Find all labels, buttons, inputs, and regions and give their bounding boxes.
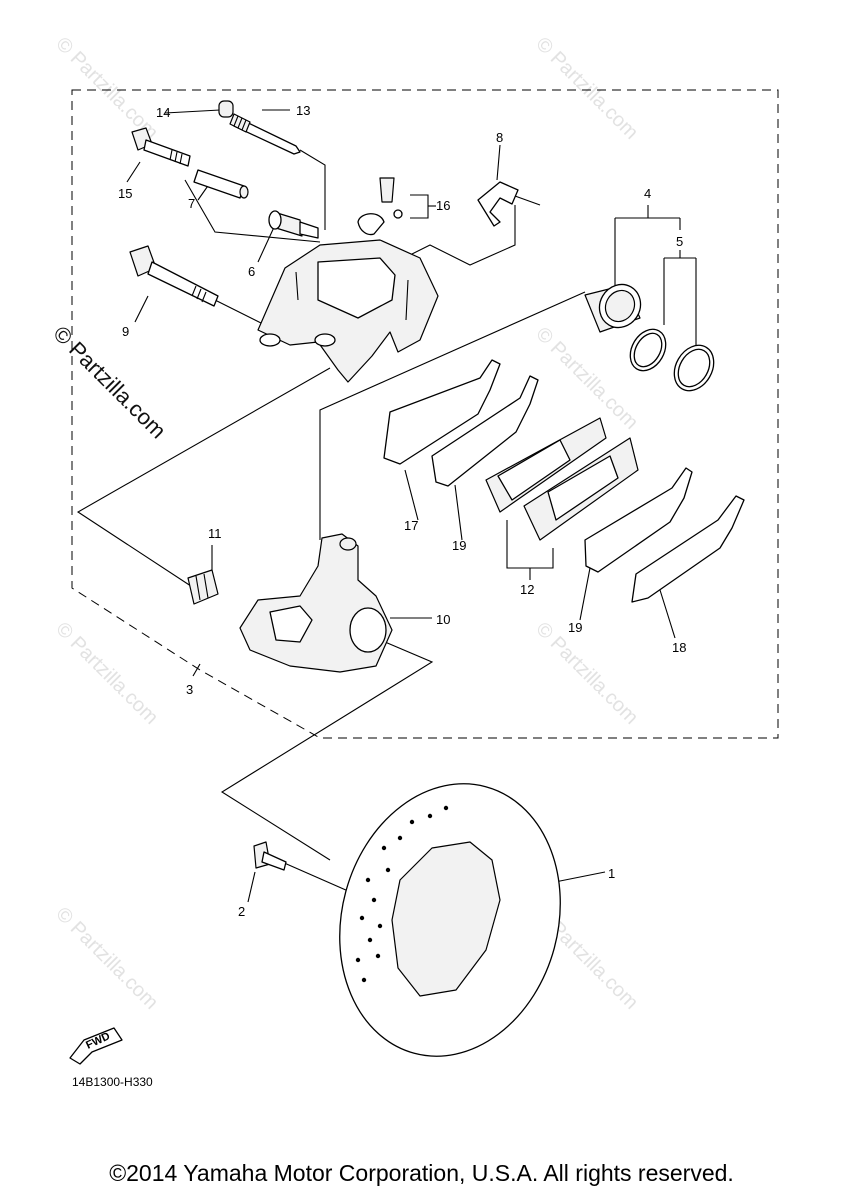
part-12-pad-set[interactable] — [485, 417, 639, 541]
callout-9: 9 — [122, 324, 129, 339]
callout-7: 7 — [188, 196, 195, 211]
part-9-bolt[interactable] — [129, 245, 219, 307]
part-19-pad-outer[interactable] — [584, 467, 693, 573]
callout-3: 3 — [186, 682, 193, 697]
watermark: © Partzilla.com — [51, 903, 162, 1014]
copyright-text: ©2014 Yamaha Motor Corporation, U.S.A. A… — [109, 1160, 734, 1186]
part-13-pin[interactable] — [229, 113, 301, 155]
callout-6: 6 — [248, 264, 255, 279]
diagram-code: 14B1300-H330 — [72, 1075, 153, 1089]
callout-1: 1 — [608, 866, 615, 881]
watermark: © Partzilla.com — [51, 618, 162, 729]
callout-15: 15 — [118, 186, 132, 201]
callout-4: 4 — [644, 186, 651, 201]
callout-16: 16 — [436, 198, 450, 213]
part-8-clip[interactable] — [477, 181, 541, 227]
part-7-sleeve[interactable] — [193, 169, 249, 199]
callout-19-inner: 19 — [452, 538, 466, 553]
callout-19-outer: 19 — [568, 620, 582, 635]
part-15-bolt[interactable] — [131, 127, 191, 167]
callout-10: 10 — [436, 612, 450, 627]
callout-5: 5 — [676, 234, 683, 249]
callout-11: 11 — [208, 526, 222, 541]
leader-lines — [76, 109, 697, 906]
callout-17: 17 — [404, 518, 418, 533]
callout-8: 8 — [496, 130, 503, 145]
disc-holes — [355, 805, 449, 983]
callout-18: 18 — [672, 640, 686, 655]
part-2-disc-bolt[interactable] — [253, 841, 287, 871]
part-19-pad-inner[interactable] — [431, 375, 539, 487]
callout-14: 14 — [156, 105, 170, 120]
part-11-plug[interactable] — [187, 569, 219, 605]
part-5-seals[interactable] — [623, 323, 721, 398]
callout-2: 2 — [238, 904, 245, 919]
callouts: 14 13 15 7 6 9 8 16 4 5 17 19 12 11 10 1… — [118, 103, 686, 919]
part-1-brake-disc[interactable] — [310, 759, 590, 1082]
watermark: © Partzilla.com — [531, 323, 642, 434]
watermark: © Partzilla.com — [51, 33, 162, 144]
callout-12: 12 — [520, 582, 534, 597]
callout-13: 13 — [296, 103, 310, 118]
part-6-bushing[interactable] — [268, 210, 319, 239]
part-18-shim[interactable] — [631, 495, 745, 603]
caliper-body[interactable] — [257, 239, 439, 383]
watermark: © Partzilla.com — [531, 33, 642, 144]
part-14-cap[interactable] — [218, 100, 234, 118]
part-16-bleeder[interactable] — [357, 177, 403, 236]
part-10-bracket[interactable] — [239, 533, 393, 673]
fwd-arrow-icon: FWD — [69, 1027, 123, 1065]
part-17-shim[interactable] — [383, 359, 501, 465]
part-4-piston[interactable] — [584, 277, 648, 335]
watermark: © Partzilla.com — [531, 618, 642, 729]
watermark-main: © Partzilla.com — [48, 321, 171, 444]
assembly-boundary — [71, 89, 779, 739]
